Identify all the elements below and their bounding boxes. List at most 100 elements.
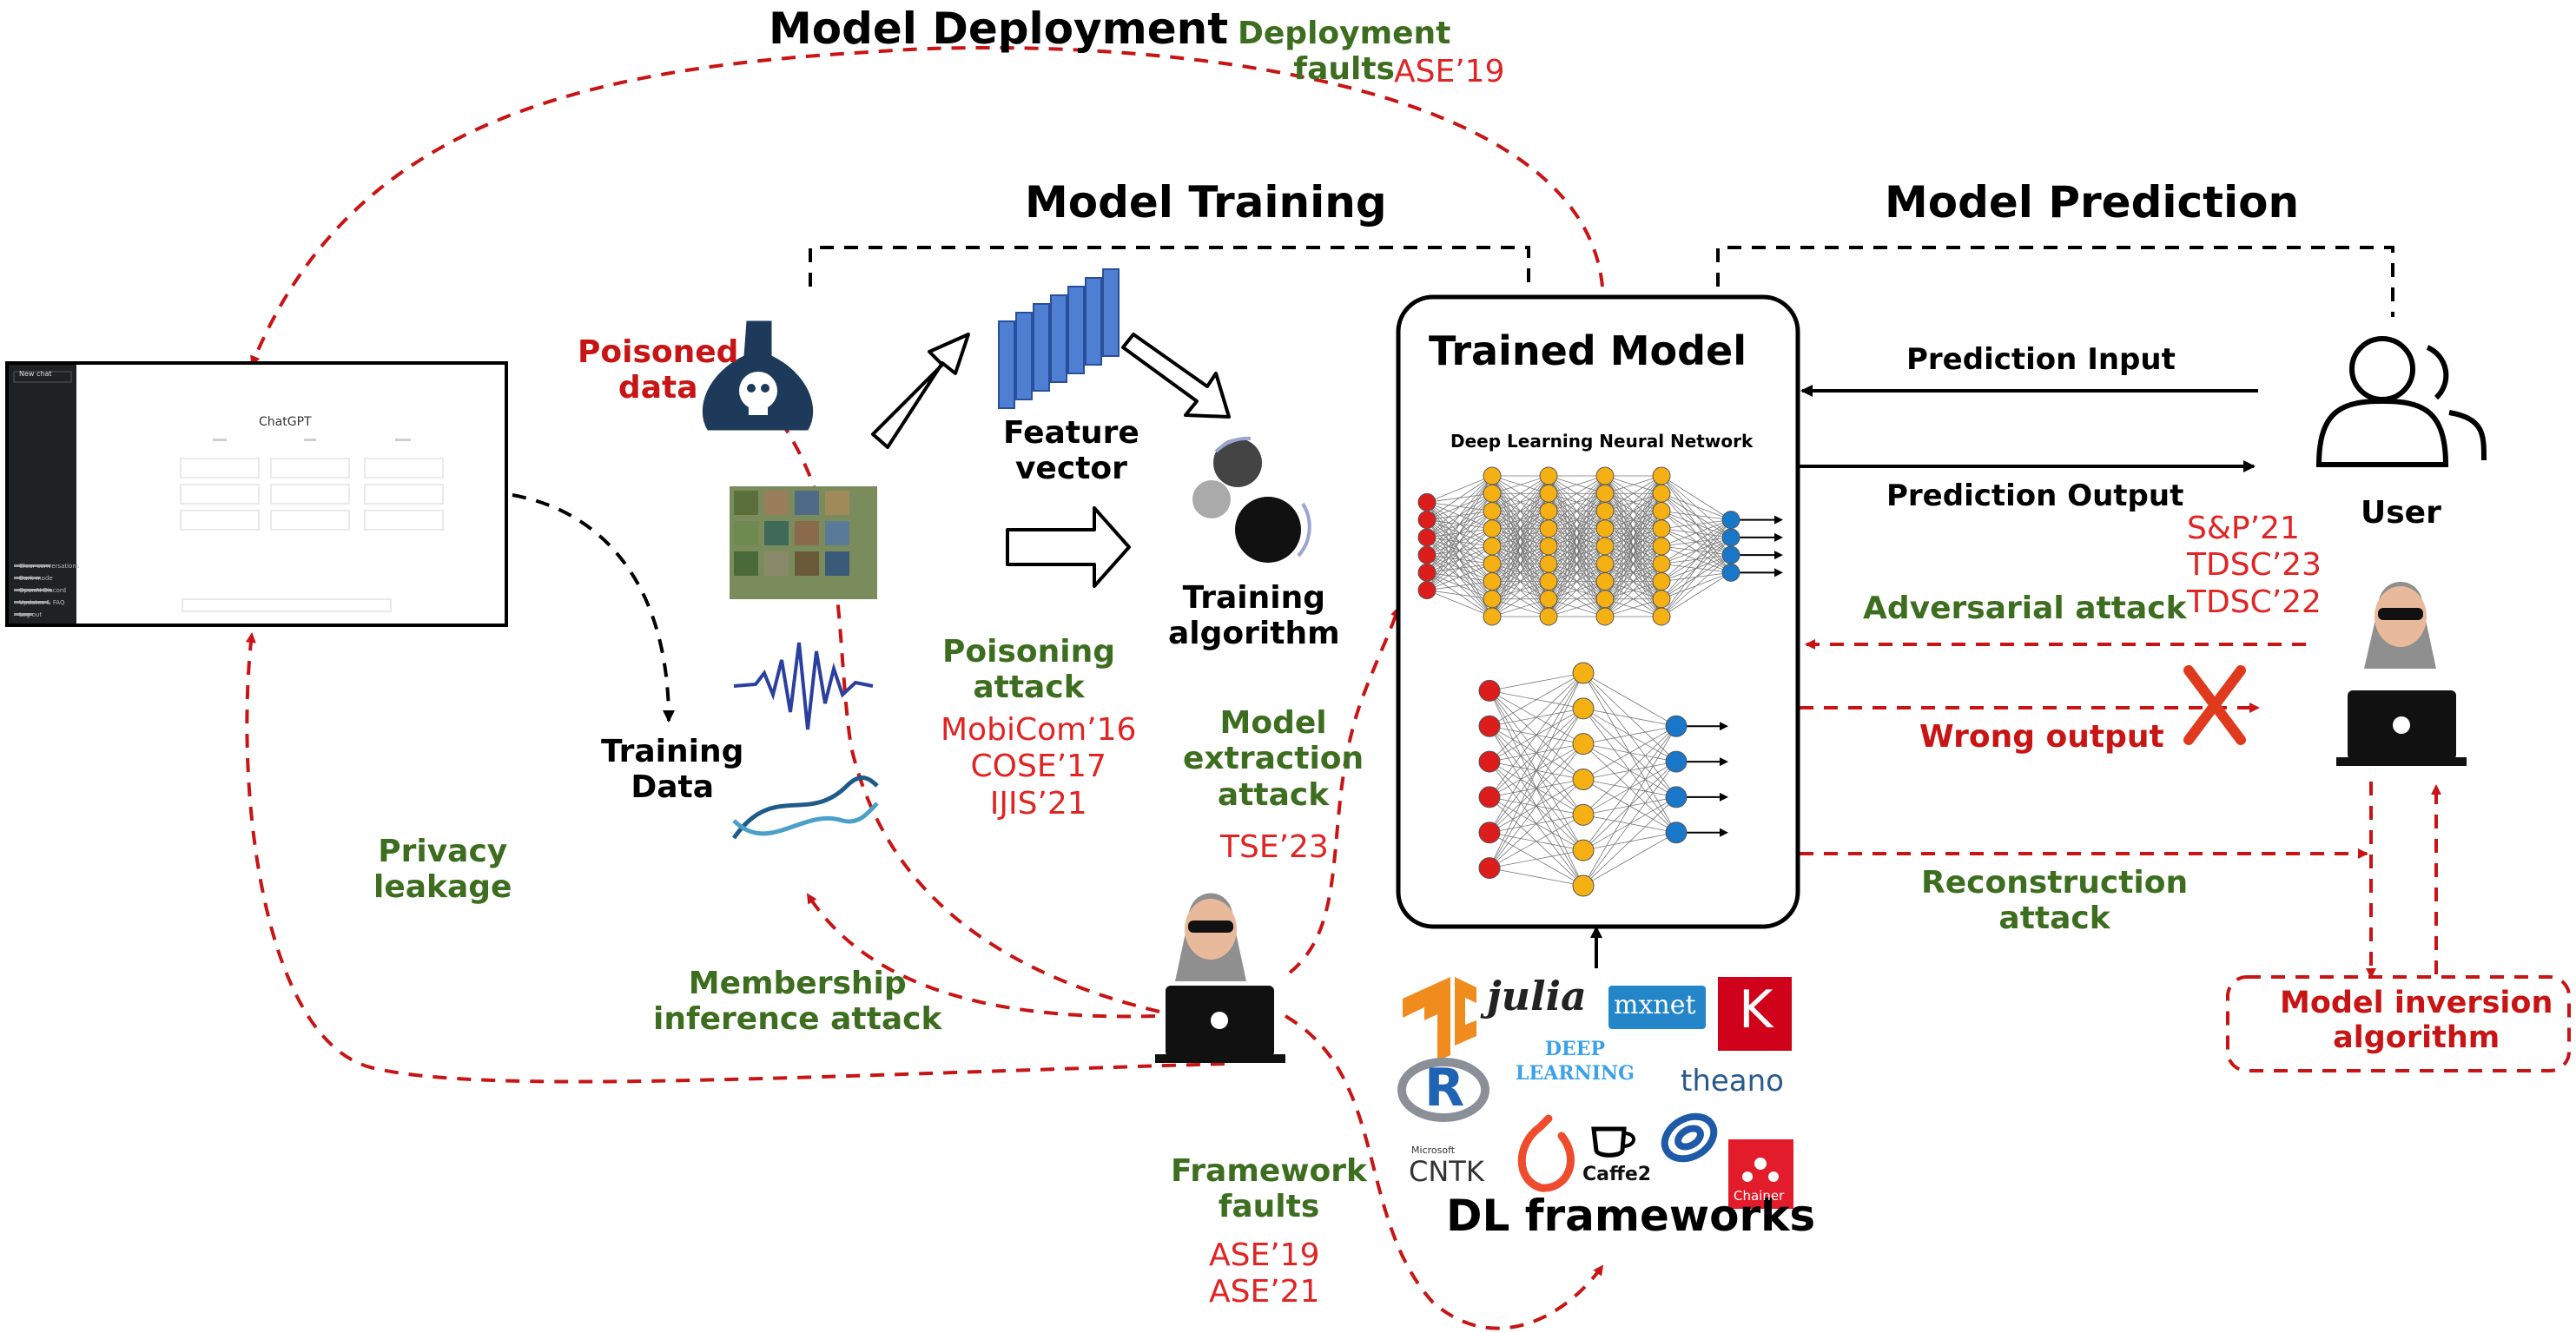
nn-connection [1426,475,1493,591]
chatgpt-sidebar-item[interactable]: Clear conversations [19,563,80,570]
chatgpt-sidebar-item[interactable]: Dark mode [19,575,53,582]
keras-logo: K [1739,980,1773,1040]
nn-connection [1661,475,1732,520]
nn-connection [1491,475,1549,530]
audio-waveform-icon [733,642,874,730]
nn-node [1652,502,1671,520]
mxnet-logo: mxnet [1614,990,1696,1020]
nn-node [1595,519,1615,538]
nn-connection [1426,475,1493,556]
nn-connection [1426,511,1493,591]
nn-connection [1604,528,1662,617]
nn-connection [1661,554,1732,617]
nn-connection [1548,475,1606,582]
chatgpt-new-chat[interactable]: New chat [19,370,52,378]
nn-connection [1489,672,1584,833]
model-extraction-label: Model extraction attack [1183,705,1364,813]
feature-vector-label: Feature vector [1003,415,1139,487]
chatgpt-screenshot [5,361,508,627]
nn-connection [1548,545,1606,617]
nn-connection [1489,672,1584,798]
nn-node [1478,679,1501,702]
poisoned-flask-icon [702,320,814,431]
membership-arc [806,893,1156,1019]
privacy-leakage-label: Privacy leakage [373,834,512,906]
framework-faults-label: Framework faults [1171,1153,1367,1225]
nn-connection [1548,475,1606,530]
nn-connection [1582,725,1677,745]
nn-node [1483,554,1502,573]
nn-connection [1491,528,1549,617]
nn-node [1572,874,1595,897]
nn-node [1595,607,1615,626]
nn-connection [1491,511,1549,617]
nn-connection [1582,761,1677,887]
nn-node [1572,662,1595,684]
chatgpt-sidebar-item[interactable]: Updates & FAQ [19,599,65,606]
nn-connection [1548,511,1606,617]
nn-connection [1604,511,1662,617]
prediction-bracket [1716,246,2394,317]
chatgpt-sidebar-item[interactable]: OpenAI Discord [19,587,67,594]
wrong-output-label: Wrong output [1919,719,2164,755]
r-icon [1397,1058,1489,1122]
nn-node [1483,466,1502,485]
gears-icon [1192,436,1311,563]
nn-node [1478,786,1501,808]
nn-node [1417,528,1437,547]
nn-connection [1661,572,1732,617]
nn-node [1572,697,1595,720]
stage-model-deployment: Model Deployment [769,3,1229,54]
nn-connection [1604,475,1662,599]
model-extraction-refs: TSE’23 [1220,829,1329,865]
nn-node [1665,786,1688,808]
nn-connection [1426,475,1493,520]
dl-frameworks-title: DL frameworks [1446,1191,1816,1241]
nn-connection [1491,581,1549,617]
keras-icon-bg [1718,977,1792,1051]
nn-node [1721,545,1740,564]
nn-connection [1661,519,1732,547]
nn-connection [1491,475,1549,582]
nn-node [1721,528,1740,547]
adversarial-refs: S&P’21 TDSC’23 TDSC’22 [2187,511,2322,620]
nn-node [1417,581,1437,600]
nn-connection [1548,475,1606,564]
nn-node [1539,466,1558,485]
nn-connection [1426,581,1493,591]
nn-connection [1491,475,1549,511]
user-group-icon [2315,336,2487,467]
chatgpt-sidebar-item[interactable]: Log out [19,611,43,618]
nn-connection [1604,545,1662,617]
nn-connection [1426,475,1493,573]
nn-connection [1489,708,1584,868]
nn-connection [1582,726,1677,851]
nn-node [1478,750,1501,773]
nn-node [1483,607,1502,626]
nn-connection [1604,493,1662,617]
nn-node [1572,839,1595,861]
chainer-icon-mark [1742,1158,1779,1182]
nn-node [1572,769,1595,790]
stage-model-training: Model Training [1025,177,1387,228]
nn-connection [1491,545,1549,617]
chatgpt-window-title: ChatGPT [259,415,312,429]
nn-node [1595,572,1615,591]
nn-node [1539,519,1558,538]
nn-node [1483,537,1502,556]
poisoning-attack-label: Poisoning attack [942,634,1115,706]
nn-connection [1489,868,1584,887]
chainer-logo: Chainer [1734,1188,1785,1204]
nn-connection [1548,475,1606,547]
nn-node [1665,822,1688,844]
nn-connection [1661,519,1732,564]
nn-connection [1548,563,1606,617]
reconstruction-attack-label: Reconstruction attack [1921,865,2189,937]
nn-node [1595,502,1615,520]
trained-model-title: Trained Model [1429,327,1747,374]
deployment-faults-refs: ASE’19 [1394,54,1505,89]
model-inversion-label: Model inversion algorithm [2280,986,2553,1056]
nn-node [1572,803,1595,826]
nn-connection [1491,493,1549,617]
